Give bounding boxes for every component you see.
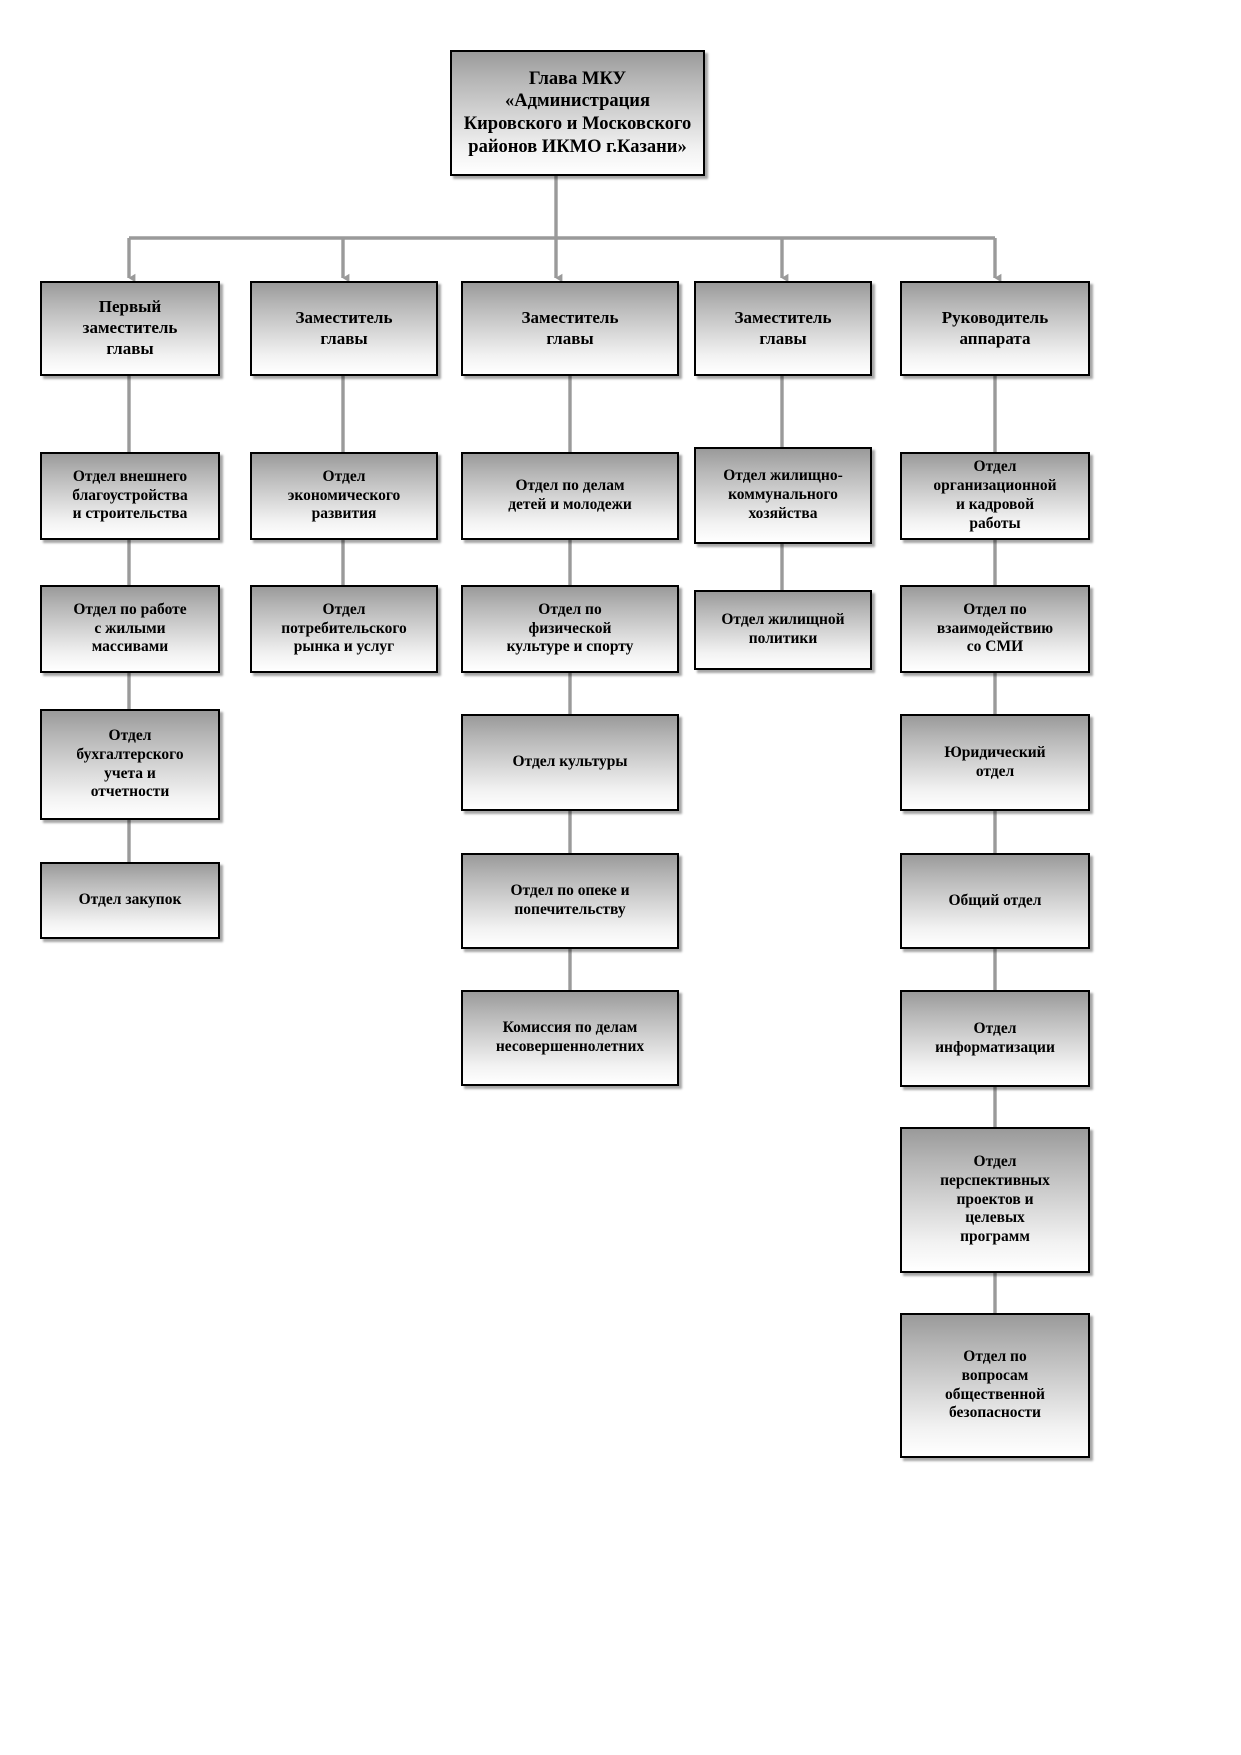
node-col-1-dept-4[interactable]: Отдел закупок <box>40 862 220 939</box>
node-col-3-dept-3[interactable]: Отдел культуры <box>461 714 679 811</box>
node-col-1-dept-4-label: Отдел закупок <box>78 891 182 909</box>
node-col-3-dept-3-label: Отдел культуры <box>512 753 628 771</box>
node-col-5-dept-4[interactable]: Общий отдел <box>900 853 1090 949</box>
node-col-5-dept-4-label: Общий отдел <box>948 891 1042 909</box>
